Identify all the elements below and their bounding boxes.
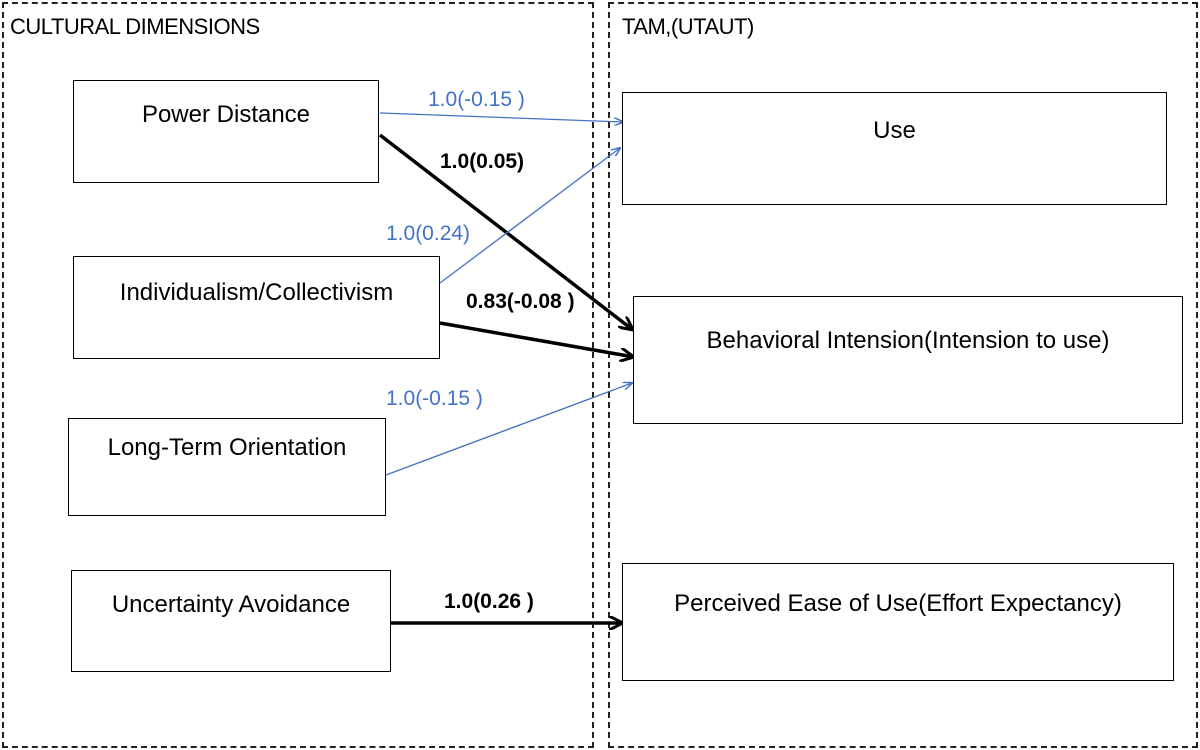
- cultural-dimensions-group: CULTURAL DIMENSIONS: [2, 2, 594, 748]
- edge-label-individualism-to-use: 1.0(0.24): [386, 222, 471, 245]
- node-behavioral-intension: Behavioral Intension(Intension to use): [633, 296, 1183, 424]
- node-uncertainty-avoidance-label: Uncertainty Avoidance: [111, 591, 351, 618]
- node-power-distance-label: Power Distance: [141, 101, 311, 128]
- node-use-label: Use: [873, 117, 916, 144]
- node-individualism-collectivism: Individualism/Collectivism: [73, 256, 440, 359]
- node-behavioral-intension-label: Behavioral Intension(Intension to use): [706, 327, 1110, 354]
- tam-utaut-title: TAM,(UTAUT): [622, 14, 754, 39]
- node-uncertainty-avoidance: Uncertainty Avoidance: [71, 570, 391, 672]
- node-individualism-collectivism-label: Individualism/Collectivism: [119, 279, 394, 306]
- edge-label-uncertainty-to-ease-of-use: 1.0(0.26 ): [444, 590, 534, 613]
- cultural-dimensions-title: CULTURAL DIMENSIONS: [10, 14, 260, 39]
- edge-label-power-distance-to-behavioral-intension: 1.0(0.05): [440, 150, 525, 173]
- edge-label-individualism-to-behavioral-intension: 0.83(-0.08 ): [466, 290, 575, 313]
- edge-label-power-distance-to-use: 1.0(-0.15 ): [428, 88, 525, 111]
- node-power-distance: Power Distance: [73, 80, 379, 183]
- node-long-term-orientation: Long-Term Orientation: [68, 418, 386, 516]
- node-perceived-ease-of-use-label: Perceived Ease of Use(Effort Expectancy): [674, 590, 1122, 617]
- node-long-term-orientation-label: Long-Term Orientation: [107, 434, 347, 461]
- tam-utaut-group: TAM,(UTAUT): [608, 2, 1198, 748]
- node-perceived-ease-of-use: Perceived Ease of Use(Effort Expectancy): [622, 563, 1174, 681]
- node-use: Use: [622, 92, 1167, 205]
- edge-label-long-term-to-behavioral-intension: 1.0(-0.15 ): [386, 387, 483, 410]
